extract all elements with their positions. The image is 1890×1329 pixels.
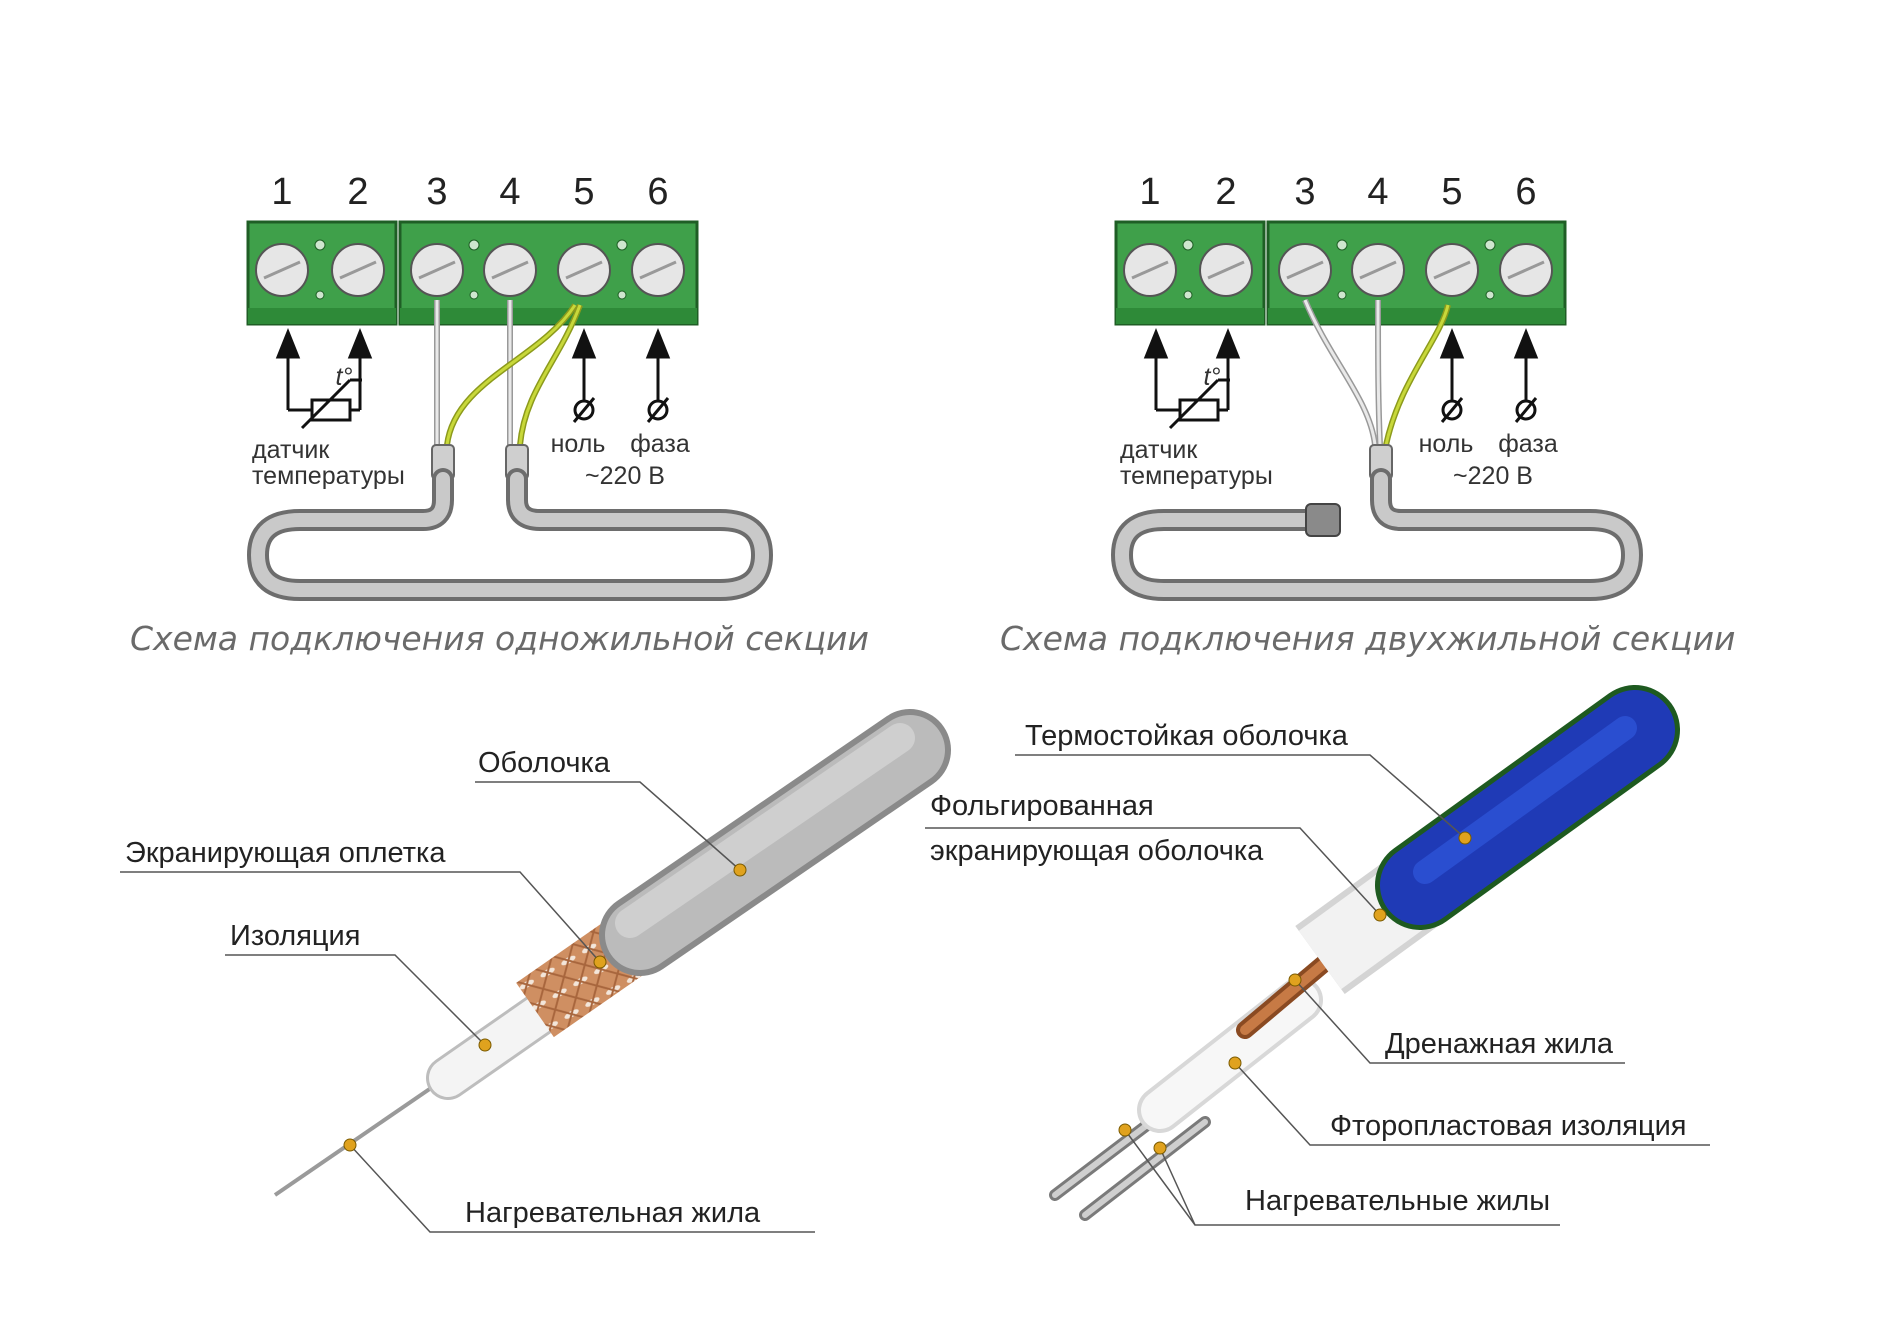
sensor-symbol: t°: [1204, 363, 1221, 391]
callout-leaders: [925, 754, 1710, 1226]
terminal-block-power: [398, 220, 699, 326]
terminal-block-power: [1266, 220, 1567, 326]
terminal-number: 4: [499, 171, 520, 213]
callout-leaders: [120, 781, 815, 1233]
end-cap: [1305, 503, 1341, 537]
sensor-label: датчик: [252, 436, 330, 464]
callout-dots: [343, 863, 747, 1152]
scheme-single-core: 1 2 3 4 5 6: [130, 171, 869, 658]
callout-braid: Экранирующая оплетка: [125, 837, 446, 869]
terminal-number: 2: [1215, 171, 1236, 213]
neutral-label: ноль: [551, 430, 606, 458]
sensor-symbol: t°: [336, 363, 353, 391]
neutral-label: ноль: [1419, 430, 1474, 458]
terminal-number: 5: [573, 171, 594, 213]
scheme-caption: Схема подключения одножильной секции: [130, 619, 869, 658]
twin-core-cable: Термостойкая оболочка Фольгированная экр…: [925, 685, 1710, 1226]
phase-label: фаза: [630, 430, 690, 458]
callout-sheath: Оболочка: [478, 747, 611, 779]
callout-insulation: Изоляция: [230, 920, 360, 952]
sensor-label: температуры: [1120, 462, 1273, 490]
terminal-number: 1: [271, 171, 292, 213]
terminal-number: 6: [647, 171, 668, 213]
callout-foil-screen: Фольгированная: [930, 790, 1154, 822]
mains-arrows: [571, 327, 671, 423]
phase-label: фаза: [1498, 430, 1558, 458]
mains-arrows: [1439, 327, 1539, 423]
terminal-number: 1: [1139, 171, 1160, 213]
callout-foil-screen: экранирующая оболочка: [930, 835, 1264, 867]
terminal-number: 6: [1515, 171, 1536, 213]
arrow-up-icon: [1439, 327, 1465, 359]
terminal-number: 2: [347, 171, 368, 213]
temperature-sensor: [275, 327, 373, 430]
sensor-label: датчик: [1120, 436, 1198, 464]
single-core-cable: Оболочка Экранирующая оплетка Изоляция Н…: [120, 709, 951, 1233]
terminal-numbers: 1 2 3 4 5 6: [1139, 171, 1536, 213]
wires: [434, 300, 583, 446]
thermistor-icon: [1178, 398, 1220, 422]
terminal-numbers: 1 2 3 4 5 6: [271, 171, 668, 213]
wires: [1302, 298, 1451, 446]
callout-dots: [1118, 831, 1472, 1155]
thermistor-icon: [310, 398, 352, 422]
terminal-number: 3: [1294, 171, 1315, 213]
scheme-caption: Схема подключения двухжильной секции: [1000, 619, 1736, 658]
arrow-up-icon: [1513, 327, 1539, 359]
arrow-up-icon: [571, 327, 597, 359]
sensor-label: температуры: [252, 462, 405, 490]
scheme-twin-core: 1 2 3 4 5 6: [1000, 171, 1736, 658]
callout-heating-cores: Нагревательные жилы: [1245, 1185, 1550, 1217]
callout-heating-core: Нагревательная жила: [465, 1197, 761, 1229]
voltage-label: ~220 В: [585, 462, 665, 490]
callout-heat-resistant-sheath: Термостойкая оболочка: [1025, 720, 1349, 752]
terminal-number: 4: [1367, 171, 1388, 213]
callout-drain-wire: Дренажная жила: [1385, 1028, 1614, 1060]
terminal-number: 3: [426, 171, 447, 213]
temperature-sensor: [1143, 327, 1241, 430]
terminal-block-sensor: [246, 220, 398, 326]
callout-ptfe-insulation: Фторопластовая изоляция: [1330, 1110, 1687, 1142]
voltage-label: ~220 В: [1453, 462, 1533, 490]
terminal-block-sensor: [1114, 220, 1266, 326]
terminal-number: 5: [1441, 171, 1462, 213]
arrow-up-icon: [645, 327, 671, 359]
